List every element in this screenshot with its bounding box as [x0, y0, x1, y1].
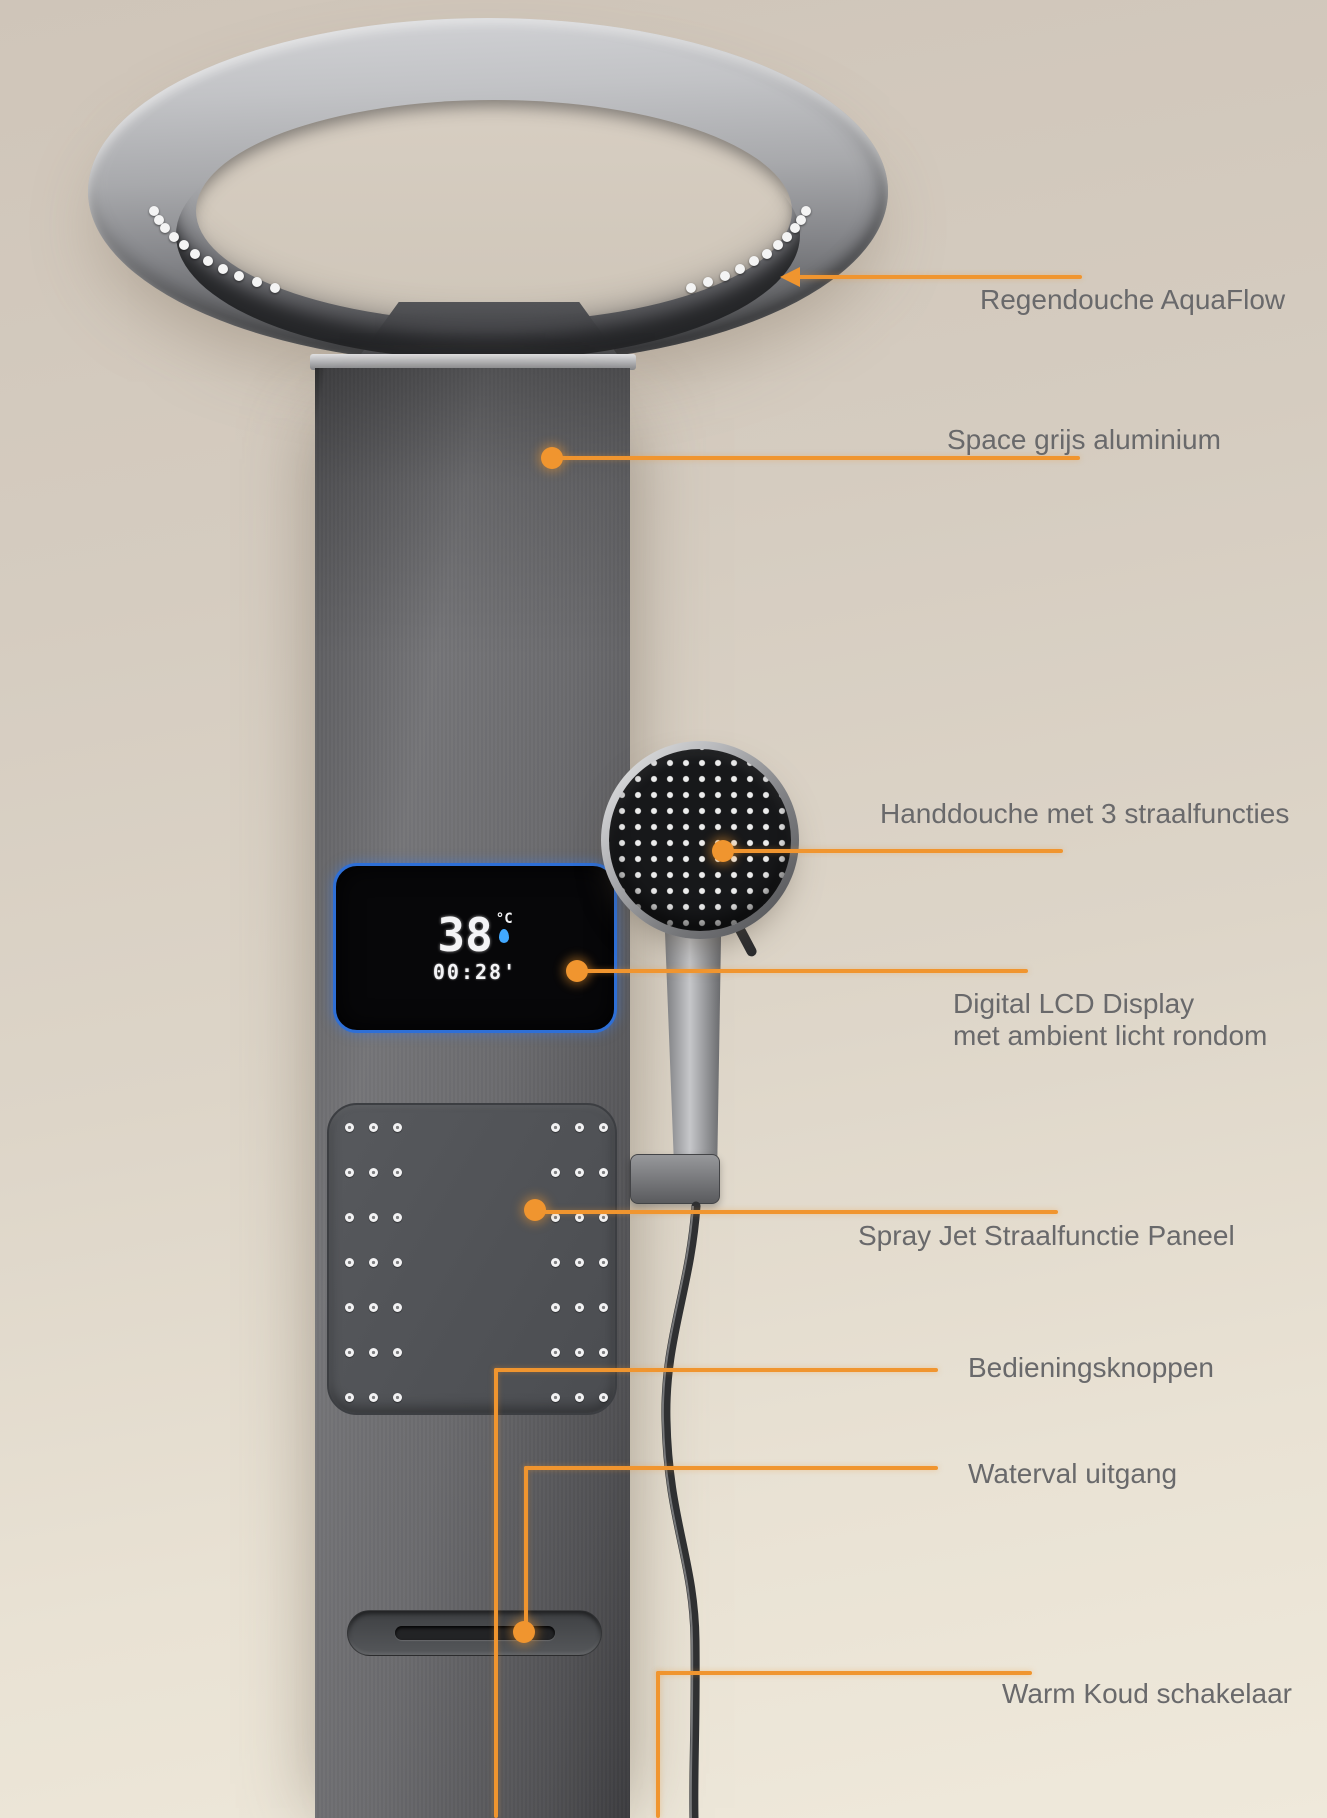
callout-dot-material [541, 447, 563, 469]
callout-label-lcd-line2: met ambient licht rondom [953, 1020, 1268, 1051]
callout-label-warmcold: Warm Koud schakelaar [1002, 1678, 1292, 1709]
callout-line-warmcold [656, 1671, 1032, 1675]
lcd-temperature: 38 [437, 908, 493, 962]
lcd-unit: °C [495, 911, 513, 927]
callout-line-warmcold-vertical [656, 1671, 660, 1818]
hand-shower-handle [664, 928, 722, 1160]
callout-dot-handshower [712, 840, 734, 862]
water-drop-icon [499, 929, 510, 943]
panel-top-bevel [310, 354, 636, 370]
callout-line-sprayjet [535, 1210, 1058, 1214]
callout-line-controls-vertical [494, 1368, 498, 1818]
callout-line-controls [494, 1368, 938, 1372]
callout-label-material: Space grijs aluminium [947, 424, 1221, 455]
callout-dot-sprayjet [524, 1199, 546, 1221]
aluminium-panel [315, 368, 630, 1818]
hand-shower-bracket [630, 1154, 720, 1204]
callout-label-waterfall: Waterval uitgang [968, 1458, 1178, 1489]
callout-line-rainshower [798, 275, 1082, 279]
lcd-temperature-row: 38 °C [437, 912, 512, 958]
callout-label-lcd: Digital LCD Display met ambient licht ro… [953, 988, 1267, 1052]
callout-line-handshower [723, 849, 1063, 853]
callout-arrow-rainshower [780, 267, 800, 287]
hand-shower-head [601, 741, 799, 939]
callout-line-lcd [577, 969, 1028, 973]
spray-jet-panel [327, 1103, 617, 1415]
lcd-time: 00:28' [432, 960, 518, 984]
callout-dot-waterfall [513, 1621, 535, 1643]
callout-label-lcd-line1: Digital LCD Display [953, 988, 1195, 1019]
callout-line-waterfall [524, 1466, 938, 1470]
callout-dot-lcd [566, 960, 588, 982]
lcd-display: 38 °C 00:28' [333, 863, 617, 1033]
callout-label-handshower: Handdouche met 3 straalfuncties [880, 798, 1290, 829]
callout-label-sprayjet: Spray Jet Straalfunctie Paneel [858, 1220, 1235, 1251]
callout-line-waterfall-vertical [524, 1466, 528, 1632]
hand-shower-face [609, 749, 791, 931]
callout-label-rainshower: Regendouche AquaFlow [980, 284, 1286, 315]
callout-line-material [552, 456, 1080, 460]
callout-label-controls: Bedieningsknoppen [968, 1352, 1214, 1383]
waterfall-outlet [347, 1610, 602, 1656]
